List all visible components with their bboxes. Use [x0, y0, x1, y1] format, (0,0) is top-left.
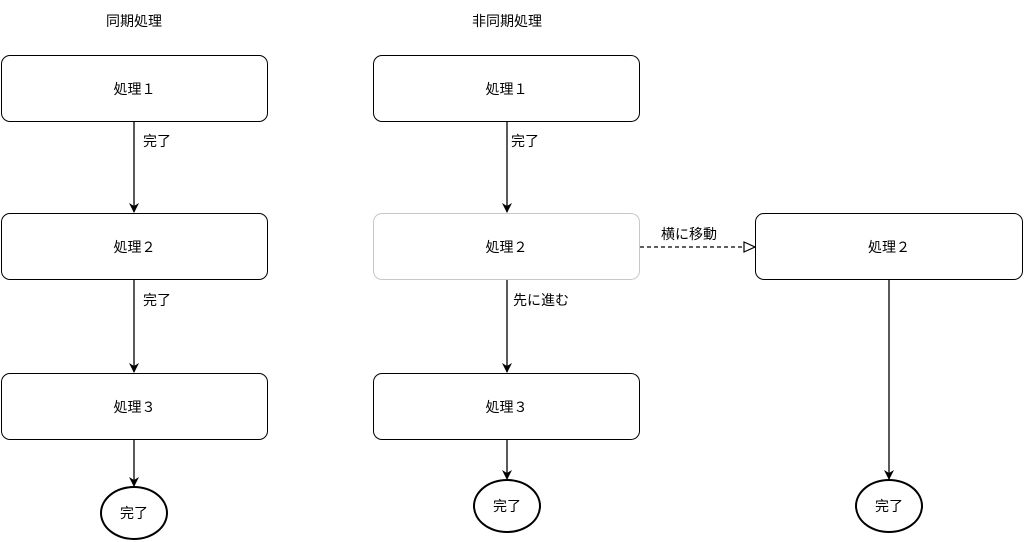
async-edge-label-2: 先に進む: [513, 290, 569, 310]
sync-title: 同期処理: [106, 14, 162, 30]
sync-step-2[interactable]: 処理２: [1, 213, 268, 280]
sync-edge-label-2: 完了: [143, 290, 171, 310]
async-side-step[interactable]: 処理２: [755, 213, 1023, 280]
sync-step-1[interactable]: 処理１: [1, 55, 268, 122]
async-step-3[interactable]: 処理３: [373, 373, 640, 440]
async-end-node[interactable]: 完了: [473, 479, 541, 533]
async-title: 非同期処理: [472, 14, 542, 30]
async-side-edge-label: 横に移動: [661, 224, 717, 244]
async-side-end-node[interactable]: 完了: [855, 479, 923, 533]
sync-edge-label-1: 完了: [143, 131, 171, 151]
async-edge-label-1: 完了: [511, 131, 539, 151]
sync-step-3[interactable]: 処理３: [1, 373, 268, 440]
async-step-1[interactable]: 処理１: [373, 55, 640, 122]
async-step-2[interactable]: 処理２: [373, 213, 640, 280]
sync-end-node[interactable]: 完了: [100, 486, 168, 540]
